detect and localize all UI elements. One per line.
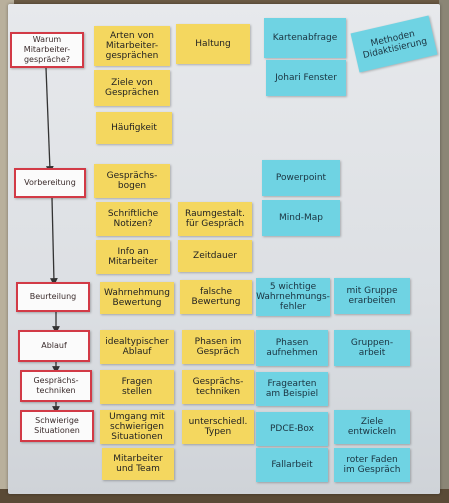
process-box-assessment: Beurteilung [16, 282, 90, 312]
note-yellow: Raumgestalt. für Gespräch [178, 202, 252, 236]
note-blue: Fallarbeit [256, 448, 328, 482]
note-blue: Kartenabfrage [264, 18, 346, 58]
note-yellow: Gesprächs- bogen [94, 164, 170, 198]
note-yellow: Wahrnehmung Bewertung [100, 282, 174, 314]
note-blue: Ziele entwickeln [334, 410, 410, 444]
note-yellow: Haltung [176, 24, 250, 64]
process-box-difficult: Schwierige Situationen [20, 410, 94, 442]
note-blue: 5 wichtige Wahrnehmungs- fehler [256, 278, 330, 316]
note-yellow: Phasen im Gespräch [182, 330, 254, 364]
note-yellow: Schriftliche Notizen? [96, 202, 170, 236]
note-blue: PDCE-Box [256, 412, 328, 446]
note-blue: Mind-Map [262, 200, 340, 236]
note-yellow: idealtypischer Ablauf [100, 330, 174, 364]
note-yellow: Arten von Mitarbeiter- gesprächen [94, 26, 170, 66]
note-blue: Phasen aufnehmen [256, 330, 328, 366]
wall-right [439, 0, 449, 503]
note-blue: Fragearten am Beispiel [256, 372, 328, 406]
note-blue: mit Gruppe erarbeiten [334, 278, 410, 314]
note-yellow: falsche Bewertung [180, 280, 252, 314]
note-blue: Powerpoint [262, 160, 340, 196]
process-box-preparation: Vorbereitung [14, 168, 86, 198]
process-box-procedure: Ablauf [18, 330, 90, 362]
note-yellow: Info an Mitarbeiter [96, 240, 170, 274]
note-yellow: Häufigkeit [96, 112, 172, 144]
note-yellow: Gesprächs- techniken [182, 370, 254, 404]
process-box-techniques: Gesprächs- techniken [20, 370, 92, 402]
note-yellow: Mitarbeiter und Team [102, 448, 174, 480]
note-yellow: Ziele von Gesprächen [94, 70, 170, 106]
note-blue: Gruppen- arbeit [334, 330, 410, 366]
note-yellow: Umgang mit schwierigen Situationen [100, 410, 174, 444]
note-blue: roter Faden im Gespräch [334, 448, 410, 482]
process-box-why: Warum Mitarbeiter- gespräche? [10, 32, 84, 68]
note-yellow: unterschiedl. Typen [182, 410, 254, 444]
note-blue: Johari Fenster [266, 60, 346, 96]
note-yellow: Fragen stellen [100, 370, 174, 404]
note-yellow: Zeitdauer [178, 240, 252, 272]
